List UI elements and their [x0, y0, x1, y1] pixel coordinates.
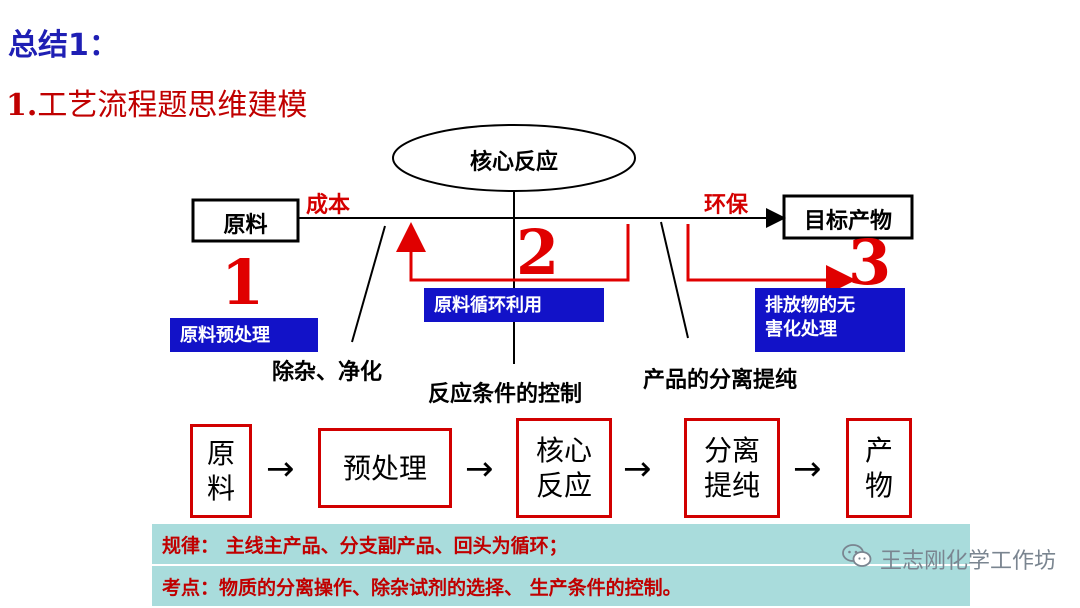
section-title: 1.工艺流程题思维建模 [6, 80, 307, 124]
flow-step-pretreat-l1: 预处理 [342, 451, 427, 485]
branch-label-impurity: 除杂、净化 [272, 360, 383, 385]
flow-step-core-l1: 核心 [535, 434, 592, 467]
flow-arrow-1: → [266, 449, 295, 489]
flow-arrow-2: → [465, 449, 494, 489]
flow-step-raw-l2: 料 [206, 472, 235, 505]
step-number-2: 2 [516, 216, 560, 289]
flow-arrow-3: → [623, 449, 652, 489]
raw-material-box [191, 198, 300, 243]
step-number-1: 1 [221, 246, 265, 319]
recycle-loop [396, 222, 630, 282]
section-title-text: 工艺流程题思维建模 [37, 88, 308, 123]
flow-step-separate: 分离提纯 [684, 418, 780, 518]
rule-band: 规律： 主线主产品、分支副产品、回头为循环； [152, 524, 970, 564]
cost-label: 成本 [306, 193, 351, 218]
summary-title: 总结1： [8, 28, 119, 63]
harmless-line2: 害化处理 [765, 319, 837, 341]
recycle-box: 原料循环利用 [424, 288, 604, 322]
wechat-icon [842, 543, 872, 575]
flow-step-separate-l2: 提纯 [703, 469, 760, 502]
flow-step-product-l1: 产 [864, 434, 893, 467]
env-label: 环保 [704, 193, 749, 218]
flow-step-product-l2: 物 [864, 469, 893, 502]
branch-label-separation: 产品的分离提纯 [643, 368, 798, 393]
harmless-box: 排放物的无 害化处理 [755, 288, 905, 352]
flow-step-core: 核心反应 [516, 418, 612, 518]
target-product-box [782, 194, 914, 240]
target-product-label: 目标产物 [803, 209, 892, 234]
discharge-arrow [686, 224, 856, 295]
branch-line-1 [351, 225, 386, 343]
raw-material-label: 原料 [223, 213, 268, 238]
flow-step-pretreat: 预处理 [318, 428, 452, 508]
points-band: 考点：物质的分离操作、除杂试剂的选择、 生产条件的控制。 [152, 566, 970, 606]
flow-step-separate-l1: 分离 [703, 434, 760, 467]
watermark-text: 王志刚化学工作坊 [879, 549, 1056, 574]
branch-label-conditions: 反应条件的控制 [428, 382, 583, 407]
flow-step-raw: 原料 [190, 424, 252, 518]
flow-step-core-l2: 反应 [535, 469, 592, 502]
section-number: 1. [6, 88, 38, 123]
step-number-3: 3 [848, 226, 892, 299]
core-ellipse-label: 核心反应 [469, 150, 558, 175]
watermark: 王志刚化学工作坊 [842, 543, 1056, 575]
harmless-line1: 排放物的无 [765, 295, 855, 316]
flow-step-raw-l1: 原 [206, 437, 235, 470]
pretreatment-box: 原料预处理 [170, 318, 318, 352]
flow-arrow-4: → [793, 449, 822, 489]
flow-step-product: 产物 [846, 418, 912, 518]
branch-line-3 [660, 221, 689, 339]
